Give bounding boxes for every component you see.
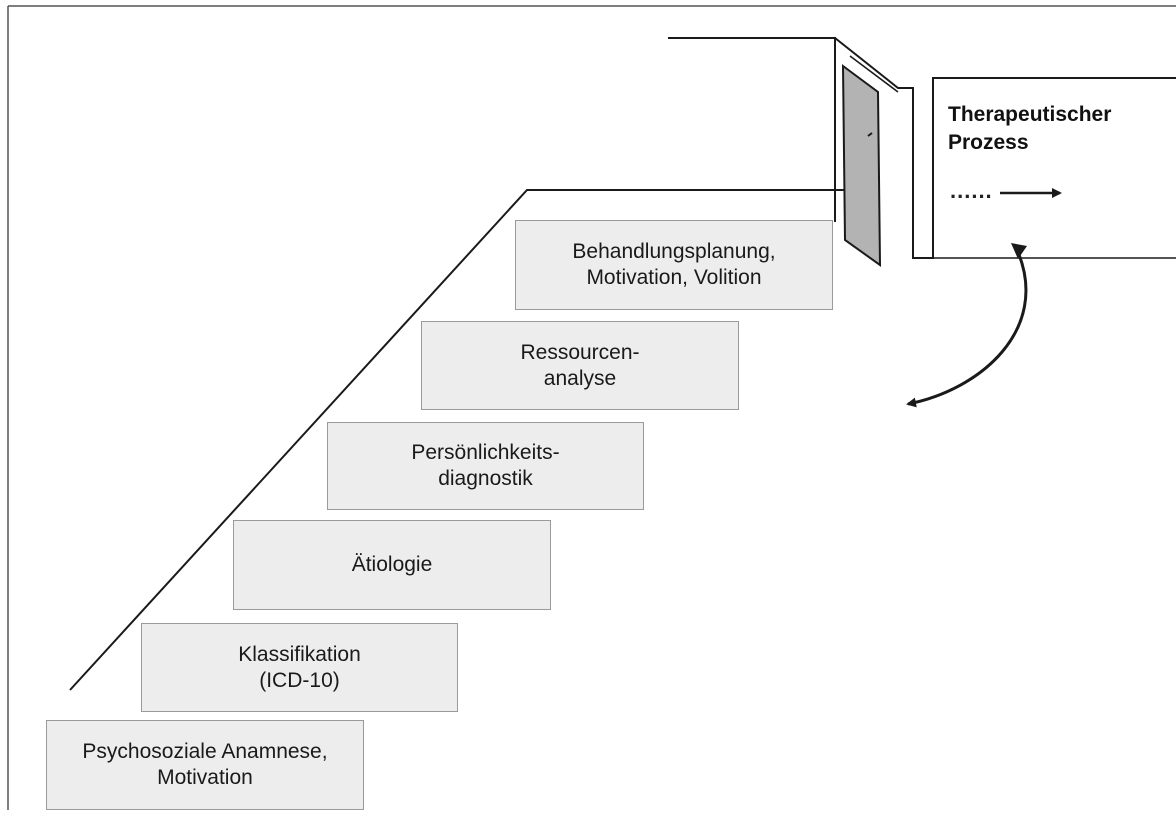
return-arrow [906,251,1028,408]
return-arrow-tail [1011,243,1027,259]
door-frame-inner [849,55,899,93]
door-handle [867,132,873,137]
step-label-line2: diagnostik [438,467,533,490]
process-title: Therapeutischer Prozess [948,101,1111,157]
step-label-line1: Klassifikation [238,642,361,666]
door-panel [841,63,882,267]
step-ressourcenanalyse: Ressourcen- analyse [421,321,739,410]
process-title-line2: Prozess [948,131,1029,154]
step-persoenlichkeitsdiagnostik: Persönlichkeits- diagnostik [327,422,644,510]
step-klassifikation: Klassifikation (ICD-10) [141,623,458,712]
process-dots: ...... [950,178,993,203]
process-title-line1: Therapeutischer [948,103,1112,126]
step-label-line1: Psychosoziale Anamnese, [82,740,328,763]
step-label-line2: analyse [543,366,617,390]
step-aetiologie: Ätiologie [233,520,551,610]
staircase-line [69,189,845,691]
step-label-line1: Ätiologie [351,553,433,576]
frame-border [7,5,1176,810]
wall-left [668,37,836,222]
step-label-line2: (ICD-10) [259,668,340,692]
step-label-line1: Behandlungsplanung, [572,240,776,263]
step-label-line2: Motivation [157,766,253,789]
step-behandlungsplanung: Behandlungsplanung, Motivation, Volition [515,220,833,310]
door-frame [834,37,1176,259]
step-label-line1: Ressourcen- [520,340,640,364]
step-psychosoziale-anamnese: Psychosoziale Anamnese, Motivation [46,720,364,810]
step-label-line1: Persönlichkeits- [411,441,560,464]
step-label-line2: Motivation, Volition [586,266,762,289]
